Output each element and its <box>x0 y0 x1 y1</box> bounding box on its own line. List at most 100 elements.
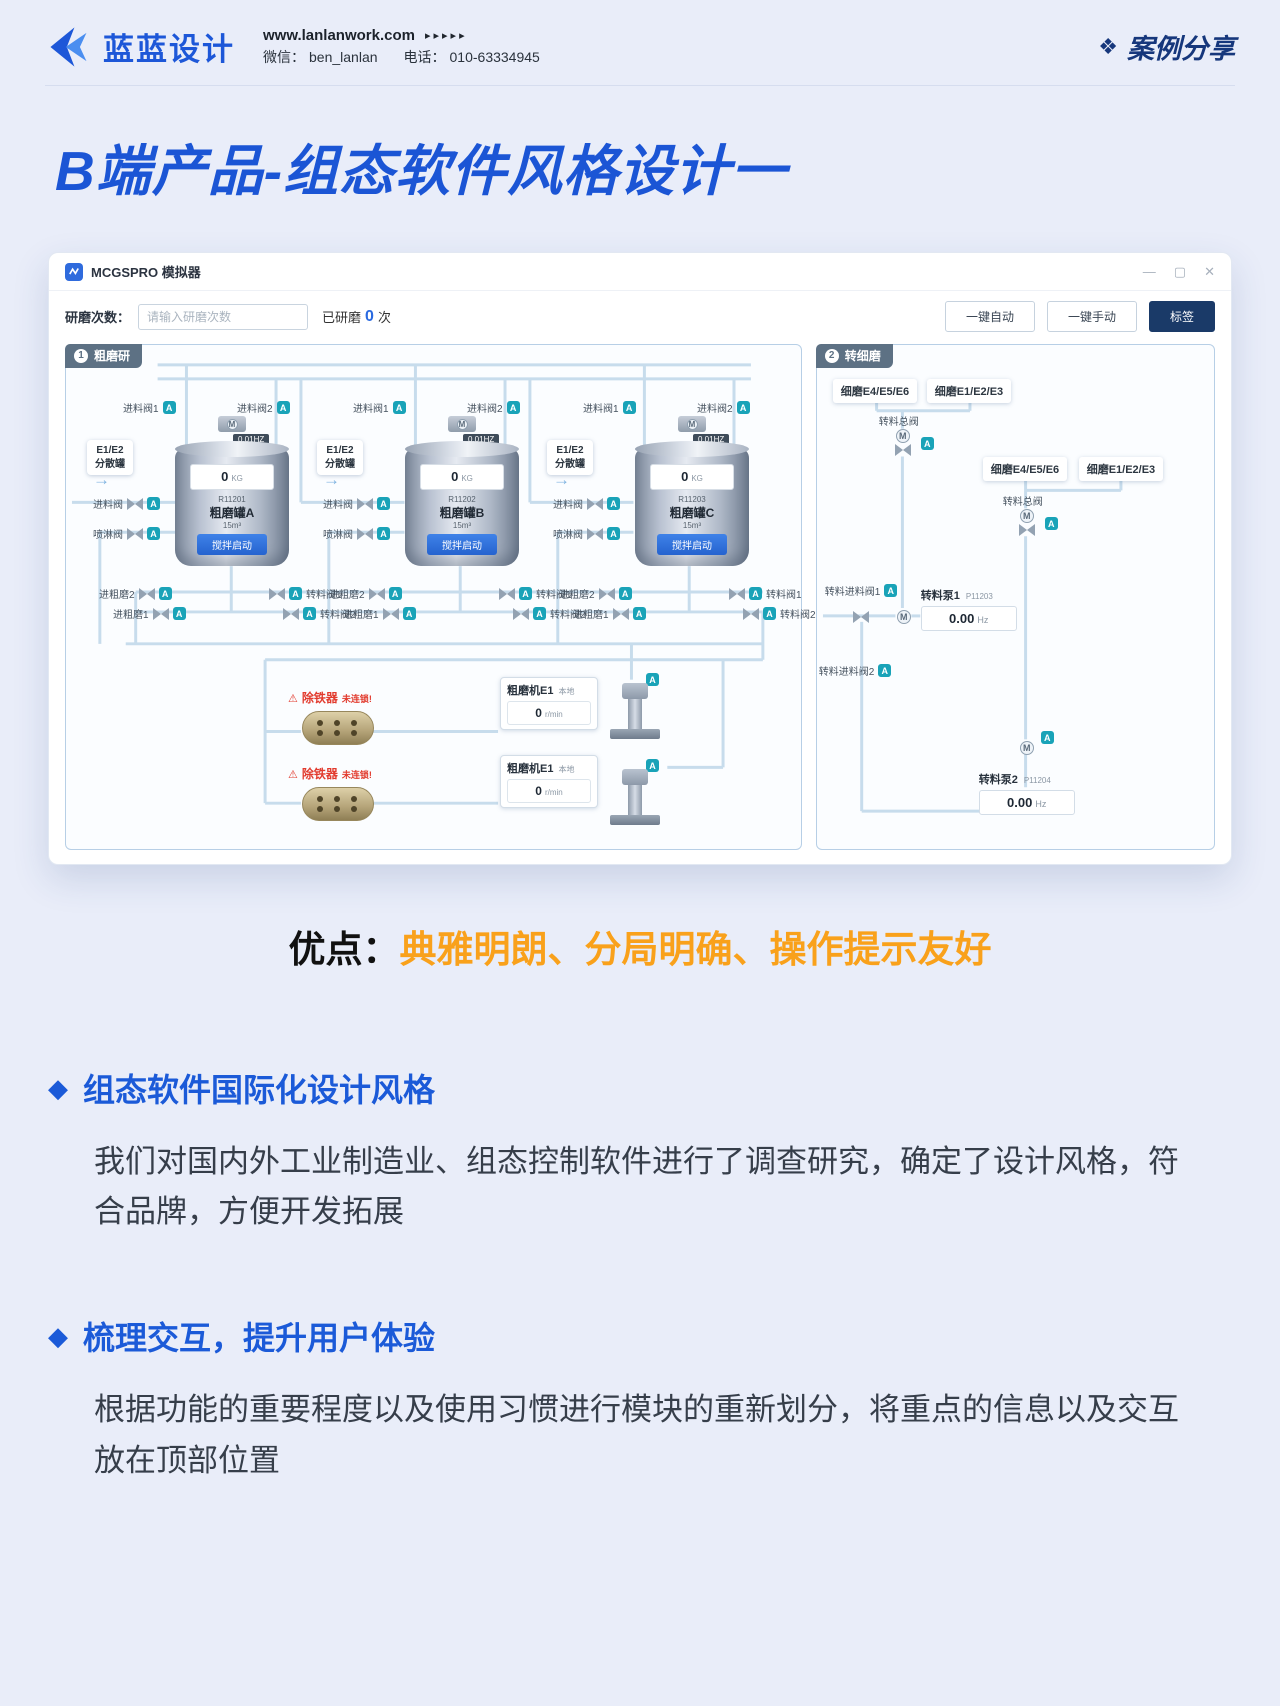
wechat-value: ben_lanlan <box>309 49 378 66</box>
tank-volume: 15m³ <box>452 521 472 530</box>
iron-remover-device-2 <box>302 787 374 821</box>
disperse-tank-label: E1/E2 分散罐 <box>547 440 593 475</box>
weight-unit: KG <box>231 474 243 483</box>
in-coarse2-valve[interactable] <box>368 587 385 600</box>
stir-start-button[interactable]: 搅拌启动 <box>657 534 727 555</box>
transfer1-valve[interactable] <box>269 587 285 600</box>
feed-valve[interactable] <box>357 497 373 510</box>
one-key-manual-button[interactable]: 一键手动 <box>1046 301 1137 332</box>
transfer2-label: 转料阀2 <box>780 610 816 621</box>
transfer-total-valve-1[interactable]: M <box>894 429 911 456</box>
panel-title: 粗磨研 <box>94 349 131 363</box>
disperse-line2: 分散罐 <box>95 458 125 470</box>
transfer2-label: 转料阀2 <box>550 610 586 621</box>
tank-volume: 15m³ <box>682 521 702 530</box>
mill-column <box>628 785 642 815</box>
feed-valve1-label: 进料阀1 <box>123 404 159 415</box>
transfer2-valve[interactable] <box>283 607 299 620</box>
transfer1-valve[interactable] <box>499 587 515 600</box>
auto-badge: A <box>884 584 898 597</box>
minimize-button[interactable]: — <box>1142 263 1156 279</box>
in-coarse1-valve[interactable] <box>612 607 629 620</box>
agitator-motor-icon: M <box>448 416 476 432</box>
auto-badge: A <box>158 587 172 600</box>
disperse-line1: E1/E2 <box>96 445 124 456</box>
maximize-button[interactable]: ▢ <box>1173 263 1187 279</box>
feed-valve[interactable] <box>587 497 603 510</box>
in-coarse1-valve[interactable] <box>382 607 399 620</box>
iron-remover-warning-2: ⚠ 除铁器 未连锁! <box>288 765 372 782</box>
transfer1-row: A 转料阀1 <box>499 586 572 601</box>
mill-speed-unit: r/min <box>544 788 563 797</box>
transfer1-label: 转料阀1 <box>306 590 342 601</box>
motor-frequency-label: 0.01HZ <box>463 434 500 445</box>
in-coarse1-label: 进粗磨1 <box>573 610 609 621</box>
panel-title: 转细磨 <box>844 349 881 363</box>
fine-group-b-chip: 细磨E1/E2/E3 <box>1078 457 1164 481</box>
transfer2-row: A 转料阀2 <box>513 606 586 621</box>
spray-valve-label: 喷淋阀 <box>323 530 353 541</box>
motor-letter: M <box>1019 509 1034 523</box>
in-coarse1-valve[interactable] <box>152 607 169 620</box>
in-coarse1-row: 进粗磨1 A <box>343 606 416 621</box>
transfer-total-valve-2[interactable]: M <box>1018 509 1035 536</box>
grind-count-input[interactable] <box>138 303 309 330</box>
pump-name: 转料泵1 <box>920 590 960 602</box>
auto-badge: A <box>392 401 406 414</box>
fine-group-a-chip: 细磨E4/E5/E6 <box>832 379 918 403</box>
panel-number: 2 <box>824 348 839 363</box>
auto-badge: A <box>763 607 776 620</box>
advantages-text: 典雅明朗、分局明确、操作提示友好 <box>399 929 992 970</box>
stir-start-button[interactable]: 搅拌启动 <box>427 534 497 555</box>
mill-column <box>628 699 642 729</box>
transfer2-row: A 转料阀2 <box>743 606 816 621</box>
auto-badge: A <box>920 437 934 450</box>
spray-valve[interactable] <box>357 527 373 540</box>
flow-arrow-icon: → <box>93 470 110 489</box>
pump1-motor-icon: M <box>896 610 911 624</box>
section-body-text: 我们对国内外工业制造业、组态控制软件进行了调查研究，确定了设计风格，符合品牌，方… <box>94 1144 1179 1230</box>
site-header: 蓝蓝设计 www.lanlanwork.com ▸▸▸▸▸ 微信： ben_la… <box>0 0 1280 85</box>
transfer2-valve[interactable] <box>743 607 759 620</box>
feed-valve2-label: 进料阀2 <box>697 404 733 415</box>
mill-speed-value: 0 <box>535 706 542 720</box>
tag-button[interactable]: 标签 <box>1148 301 1215 332</box>
window-title: MCGSPRO 模拟器 <box>91 265 201 280</box>
mill-motor <box>622 683 648 699</box>
fine-group-a-chip: 细磨E4/E5/E6 <box>982 457 1068 481</box>
weight-value: 0 <box>221 469 229 484</box>
pump-frequency-value: 0.00 <box>1007 795 1033 810</box>
ground-count-value: 0 <box>365 307 374 325</box>
feed-valve-row: 进料阀 A <box>553 496 620 511</box>
in-coarse2-valve[interactable] <box>598 587 615 600</box>
feed-valve[interactable] <box>127 497 143 510</box>
feed-valve-row: 进料阀 A <box>93 496 160 511</box>
spray-valve[interactable] <box>127 527 143 540</box>
spray-valve[interactable] <box>587 527 603 540</box>
feed-valve-label: 进料阀 <box>323 500 353 511</box>
in-coarse2-valve[interactable] <box>138 587 155 600</box>
flow-arrow-icon: → <box>323 470 340 489</box>
auto-badge: A <box>506 401 520 414</box>
auto-badge: A <box>402 607 416 620</box>
transfer1-valve[interactable] <box>729 587 745 600</box>
iron-remover-status: 未连锁! <box>341 770 372 780</box>
in-coarse2-label: 进粗磨2 <box>329 590 365 601</box>
transfer-feed-valve1[interactable] <box>852 611 869 623</box>
total-valve-label-1: 转料总阀 <box>878 417 919 428</box>
advantages-line: 优点：典雅明朗、分局明确、操作提示友好 <box>0 919 1280 973</box>
auto-badge: A <box>646 759 659 772</box>
one-key-auto-button[interactable]: 一键自动 <box>944 301 1035 332</box>
auto-badge: A <box>1044 517 1058 530</box>
disperse-line2: 分散罐 <box>325 458 355 470</box>
close-button[interactable]: ✕ <box>1204 263 1215 279</box>
auto-badge: A <box>607 527 620 540</box>
transfer2-valve[interactable] <box>513 607 529 620</box>
mcgspro-window: MCGSPRO 模拟器 — ▢ ✕ 研磨次数： 已研磨 0 次 一键自动 一键手… <box>48 252 1232 865</box>
stir-start-button[interactable]: 搅拌启动 <box>197 534 267 555</box>
